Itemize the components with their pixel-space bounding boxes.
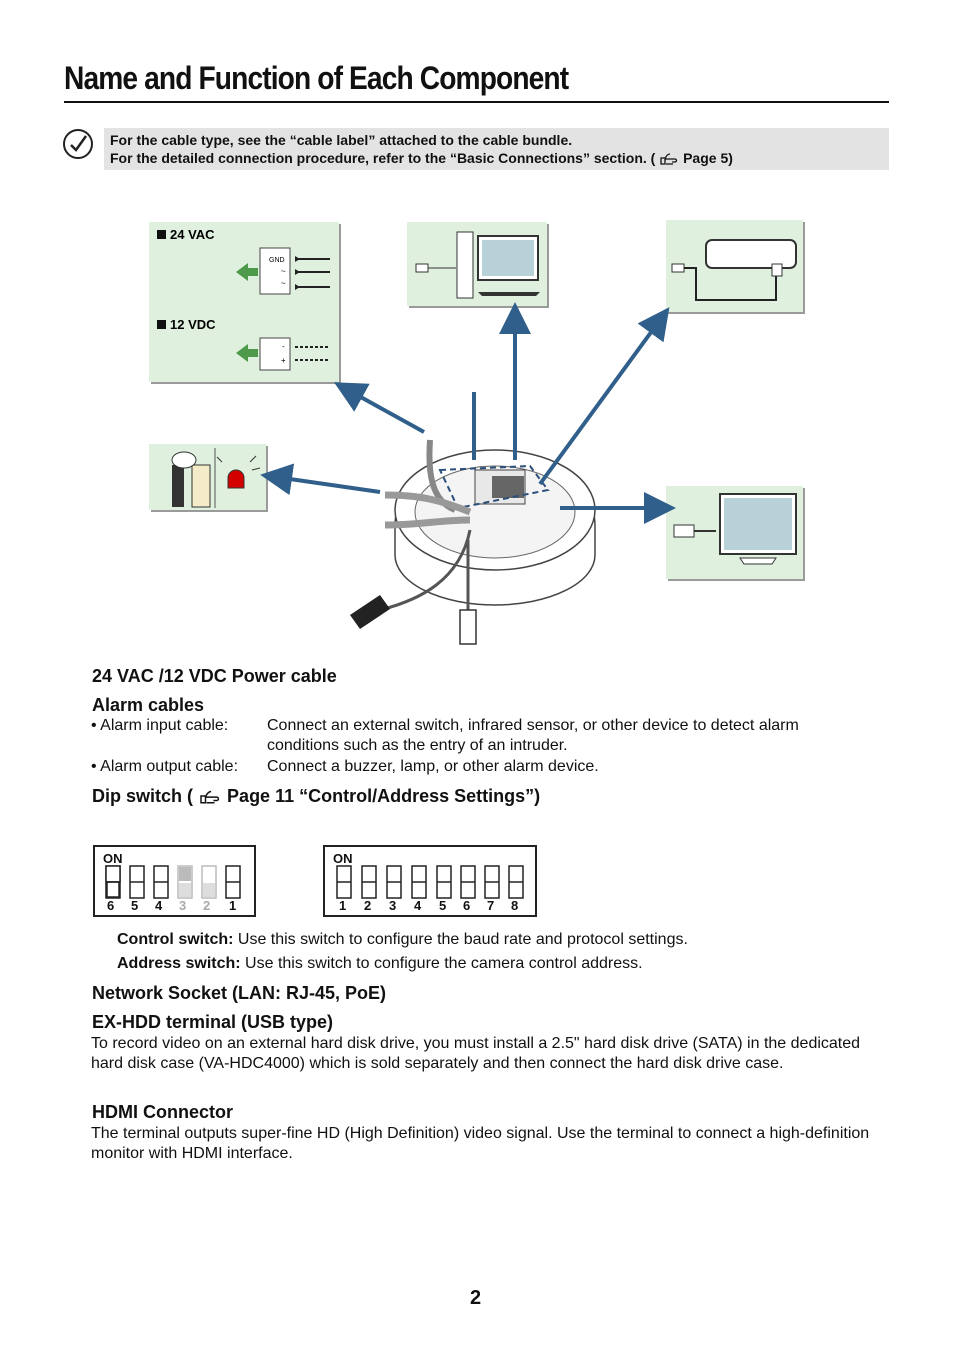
pointing-hand-icon xyxy=(659,150,679,169)
control-dip-on-label: ON xyxy=(103,851,123,866)
power-panel: 24 VAC GND ~ ~ 12 VDC - + xyxy=(149,222,339,382)
address-dip-num-3: 3 xyxy=(389,898,397,913)
pointing-hand-icon xyxy=(198,787,222,810)
connection-diagram: 24 VAC GND ~ ~ 12 VDC - + xyxy=(149,220,803,645)
address-dip-on-label: ON xyxy=(333,851,353,866)
page-title: Name and Function of Each Component xyxy=(64,60,569,96)
address-dip-num-1: 1 xyxy=(339,898,347,913)
control-dip-num-2: 2 xyxy=(203,898,211,913)
hdmi-text: The terminal outputs super-fine HD (High… xyxy=(91,1125,870,1162)
alarm-output-label: Alarm output cable: xyxy=(100,758,239,775)
exhdd-text: To record video on an external hard disk… xyxy=(91,1035,861,1072)
note-page-ref: Page 5) xyxy=(683,150,733,166)
exhdd-heading: EX-HDD terminal (USB type) xyxy=(92,1012,334,1032)
alarm-cables-heading: Alarm cables xyxy=(92,695,205,715)
alarm-output-text: Connect a buzzer, lamp, or other alarm d… xyxy=(267,758,599,775)
hdmi-panel xyxy=(666,486,803,579)
alarm-input-label: Alarm input cable: xyxy=(100,717,229,734)
address-dip-switch: ON 1 2 3 4 5 6 7 8 xyxy=(323,845,537,917)
bullet-icon: • xyxy=(91,717,97,734)
control-dip-num-4: 4 xyxy=(155,898,163,913)
alarm-panel xyxy=(149,444,266,510)
note-line-2: For the detailed connection procedure, r… xyxy=(110,150,733,169)
camera-base xyxy=(350,439,596,645)
control-dip-num-6: 6 xyxy=(107,898,115,913)
control-switch-text: Use this switch to configure the baud ra… xyxy=(233,931,688,948)
address-switch-label: Address switch: xyxy=(117,955,241,972)
control-dip-num-1: 1 xyxy=(229,898,237,913)
alarm-input-row: • Alarm input cable: xyxy=(91,717,228,735)
address-dip-num-4: 4 xyxy=(414,898,422,913)
minus-label: - xyxy=(282,342,285,351)
alarm-input-text-1: Connect an external switch, infrared sen… xyxy=(267,717,799,734)
dip-switch-heading: Dip switch ( Page 11 “Control/Address Se… xyxy=(92,786,540,810)
pc-panel xyxy=(407,222,547,306)
control-switch-label: Control switch: xyxy=(117,931,234,948)
title-divider xyxy=(64,101,889,103)
dip-switch-heading-text: Dip switch ( xyxy=(92,786,194,806)
address-dip-num-5: 5 xyxy=(439,898,447,913)
address-dip-num-8: 8 xyxy=(511,898,519,913)
control-switch-desc: Control switch: Use this switch to confi… xyxy=(117,931,688,949)
network-socket-heading: Network Socket (LAN: RJ-45, PoE) xyxy=(92,983,387,1003)
pencil-note-icon xyxy=(62,128,94,160)
alarm-output-row: • Alarm output cable: xyxy=(91,758,238,776)
address-dip-num-2: 2 xyxy=(364,898,372,913)
control-dip-switch: ON 6 5 4 3 2 1 xyxy=(93,845,256,917)
hdmi-heading: HDMI Connector xyxy=(92,1102,233,1122)
tilde-label-2: ~ xyxy=(281,279,286,288)
page-number: 2 xyxy=(470,1287,482,1309)
dip-switch-page-ref: Page 11 “Control/Address Settings”) xyxy=(227,786,541,806)
tilde-label-1: ~ xyxy=(281,267,286,276)
power-cable-heading: 24 VAC /12 VDC Power cable xyxy=(92,666,337,686)
address-dip-num-6: 6 xyxy=(463,898,471,913)
gnd-label: GND xyxy=(269,257,285,264)
plus-label: + xyxy=(281,356,286,365)
power-12vdc-label: 12 VDC xyxy=(170,317,216,332)
address-dip-levers xyxy=(336,865,524,899)
control-dip-num-5: 5 xyxy=(131,898,139,913)
address-dip-num-7: 7 xyxy=(487,898,495,913)
note-line-2-text: For the detailed connection procedure, r… xyxy=(110,150,656,166)
address-switch-text: Use this switch to configure the camera … xyxy=(240,955,643,972)
note-line-1: For the cable type, see the “cable label… xyxy=(110,132,573,148)
alarm-input-text-2: conditions such as the entry of an intru… xyxy=(267,737,568,754)
power-24vac-label: 24 VAC xyxy=(170,227,215,242)
control-dip-num-3: 3 xyxy=(179,898,187,913)
address-switch-desc: Address switch: Use this switch to confi… xyxy=(117,955,643,973)
control-dip-levers xyxy=(105,865,241,899)
connection-arrows xyxy=(260,302,676,524)
bullet-icon: • xyxy=(91,758,97,775)
note-box: For the cable type, see the “cable label… xyxy=(104,128,889,170)
hdd-panel xyxy=(666,220,803,312)
